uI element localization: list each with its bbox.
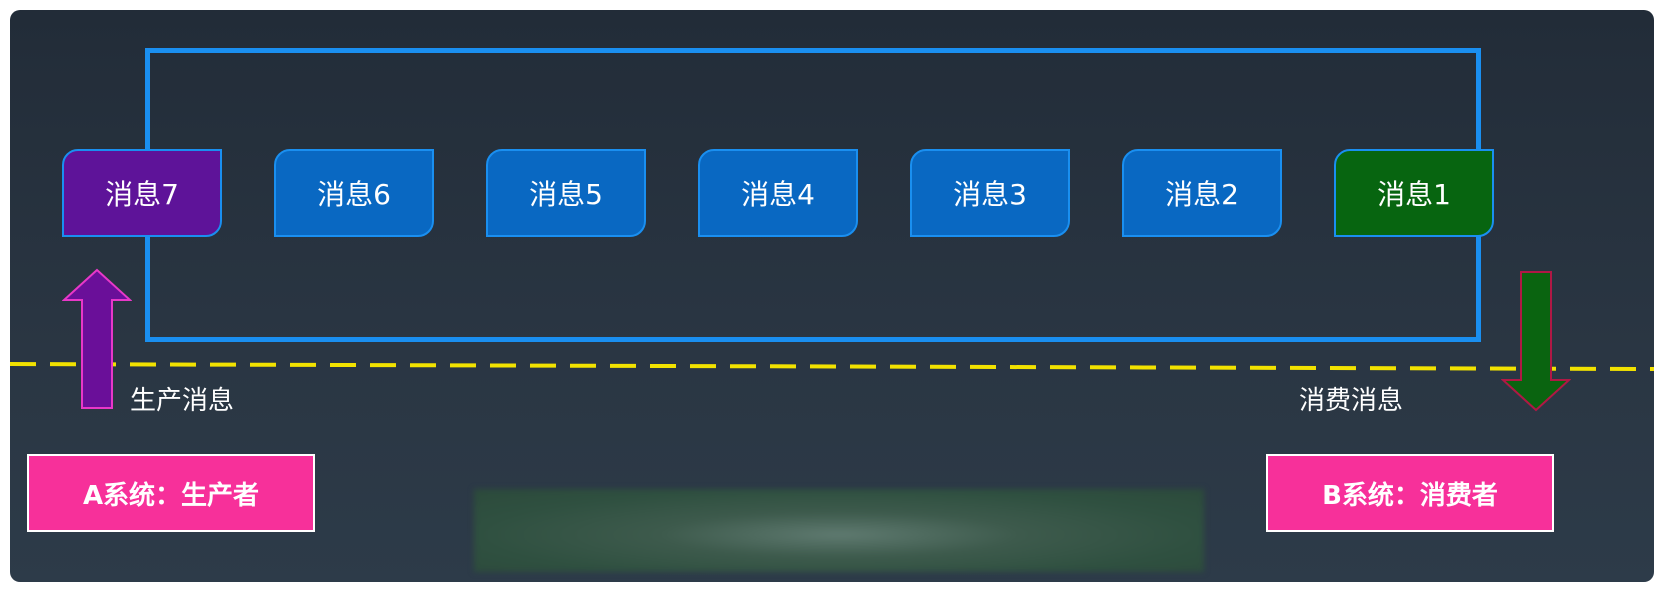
message-6: 消息6: [274, 149, 434, 237]
message-2: 消息2: [1122, 149, 1282, 237]
divider-dashed-line: [10, 362, 1654, 371]
message-1: 消息1: [1334, 149, 1494, 237]
message-label: 消息5: [529, 178, 603, 211]
message-label: 消息1: [1377, 178, 1451, 211]
message-3: 消息3: [910, 149, 1070, 237]
message-label: 消息7: [105, 178, 179, 211]
message-7: 消息7: [62, 149, 222, 237]
blurred-overlay: [474, 489, 1204, 572]
diagram-canvas: 消息7 消息6 消息5 消息4 消息3 消息2 消息1 生产消息 消费消息 A系…: [10, 10, 1654, 582]
consume-message-label: 消费消息: [1299, 386, 1404, 416]
produce-arrow-up-icon: [62, 268, 132, 409]
producer-system-box: A系统：生产者: [27, 454, 315, 532]
message-label: 消息4: [741, 178, 815, 211]
consumer-system-label: B系统：消费者: [1322, 480, 1498, 511]
consumer-system-box: B系统：消费者: [1266, 454, 1554, 532]
message-label: 消息2: [1165, 178, 1239, 211]
producer-system-label: A系统：生产者: [82, 480, 260, 511]
message-label: 消息3: [953, 178, 1027, 211]
produce-message-label: 生产消息: [130, 386, 235, 416]
message-5: 消息5: [486, 149, 646, 237]
message-4: 消息4: [698, 149, 858, 237]
message-label: 消息6: [317, 178, 391, 211]
consume-arrow-down-icon: [1501, 271, 1571, 412]
